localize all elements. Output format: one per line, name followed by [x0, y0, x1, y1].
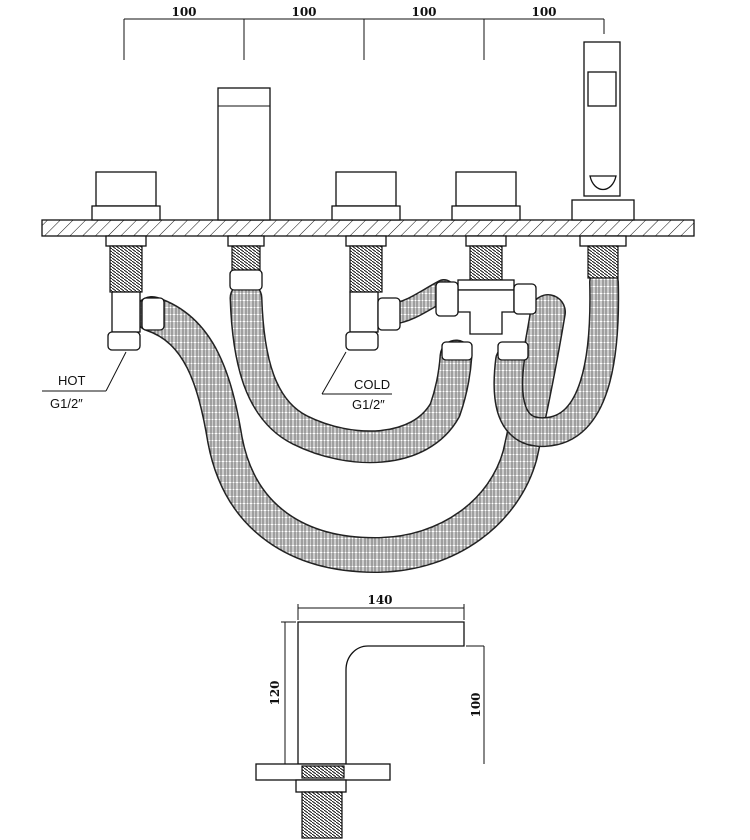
- side-height-total-label: 120: [268, 680, 282, 705]
- hot-label-group: HOT G1/2″: [42, 351, 127, 411]
- side-height-spout-label: 100: [469, 692, 483, 717]
- diverter-valve: [435, 171, 537, 361]
- dim-label-2: 100: [291, 5, 316, 19]
- dim-label-3: 100: [411, 5, 436, 19]
- side-view: 140 120 100: [255, 593, 485, 839]
- top-dimensions: 100 100 100 100: [123, 5, 605, 60]
- side-width-label: 140: [367, 593, 392, 607]
- hot-label: HOT: [58, 373, 86, 388]
- hot-size-label: G1/2″: [50, 396, 83, 411]
- hot-valve: [91, 171, 165, 351]
- cold-label: COLD: [354, 377, 390, 392]
- dim-label-1: 100: [171, 5, 196, 19]
- cold-valve: [331, 171, 401, 351]
- cold-size-label: G1/2″: [352, 397, 385, 412]
- spout: [217, 87, 271, 291]
- hand-shower: [571, 41, 635, 279]
- deck-plate: [41, 219, 695, 237]
- dim-label-4: 100: [531, 5, 556, 19]
- cold-label-group: COLD G1/2″: [321, 351, 392, 412]
